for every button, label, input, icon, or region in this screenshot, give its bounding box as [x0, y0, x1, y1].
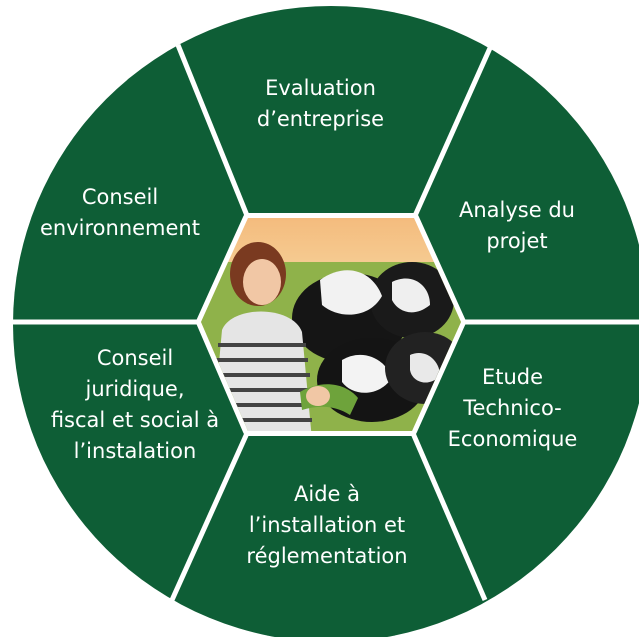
segment-label-aide-installation: Aide à l’installation et réglementation: [246, 482, 408, 568]
segment-label-etude-technico-economique: Etude Technico- Economique: [447, 365, 578, 451]
segment-dividers: [10, 44, 639, 602]
divider-top-right: [411, 46, 493, 220]
segment-label-conseil-environnement: Conseil environnement: [40, 185, 200, 240]
divider-top-left: [175, 44, 251, 219]
divider-bottom-left: [169, 429, 251, 602]
segment-label-analyse-projet: Analyse du projet: [459, 198, 575, 253]
center-photo: [196, 213, 466, 436]
segment-label-evaluation-entreprise: Evaluation d’entreprise: [256, 76, 385, 131]
divider-bottom-right: [409, 430, 488, 601]
segment-label-conseil-juridique: Conseil juridique, fiscal et social à l’…: [50, 346, 220, 463]
